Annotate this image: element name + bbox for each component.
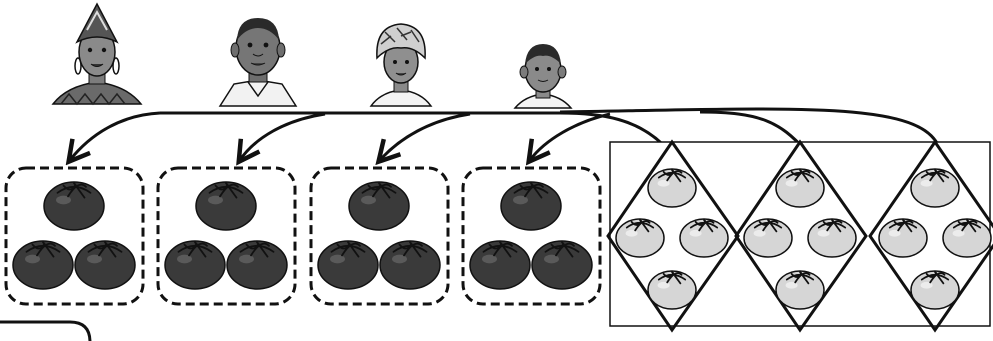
tomato-dark — [195, 181, 257, 231]
tomato-light — [942, 218, 992, 258]
diamond-outline — [868, 139, 993, 333]
tomato-dark — [531, 240, 593, 290]
tomato-light — [615, 218, 665, 258]
arrow-to-group-3 — [380, 112, 471, 160]
shared-group-4 — [461, 166, 602, 306]
arrow-to-group-2 — [240, 112, 326, 160]
tomato-dark — [379, 240, 441, 290]
tomato-dark — [43, 181, 105, 231]
tomato-dark — [74, 240, 136, 290]
tomato-dark — [12, 240, 74, 290]
shared-group-2 — [156, 166, 297, 306]
arrow-to-group-1 — [70, 111, 161, 160]
arrow-to-group-4 — [530, 112, 611, 160]
woman-with-headwrap-portrait — [369, 23, 433, 107]
tomato-light — [910, 270, 960, 310]
shared-group-1 — [4, 166, 145, 306]
remaining-group-1 — [606, 139, 740, 333]
tomato-dark — [348, 181, 410, 231]
shared-group-3 — [309, 166, 450, 306]
diamond-outline — [606, 139, 740, 333]
distribution-arrows — [70, 107, 942, 160]
tomato-light — [647, 168, 697, 208]
tomato-light — [679, 218, 729, 258]
woman-with-earrings-portrait — [51, 2, 143, 106]
tomato-dark — [226, 240, 288, 290]
diamond-outline — [734, 139, 868, 333]
answer-box-partial — [0, 320, 92, 341]
man-portrait — [218, 18, 298, 107]
tomato-light — [775, 168, 825, 208]
tomato-dark — [469, 240, 531, 290]
remaining-group-3 — [868, 139, 993, 333]
tomato-light — [743, 218, 793, 258]
tomato-light — [910, 168, 960, 208]
tomato-dark — [164, 240, 226, 290]
boy-portrait — [513, 44, 573, 109]
tomato-light — [878, 218, 928, 258]
tomato-light — [647, 270, 697, 310]
tomato-light — [807, 218, 857, 258]
tomato-dark — [500, 181, 562, 231]
tomato-dark — [317, 240, 379, 290]
remaining-group-2 — [734, 139, 868, 333]
tomato-light — [775, 270, 825, 310]
